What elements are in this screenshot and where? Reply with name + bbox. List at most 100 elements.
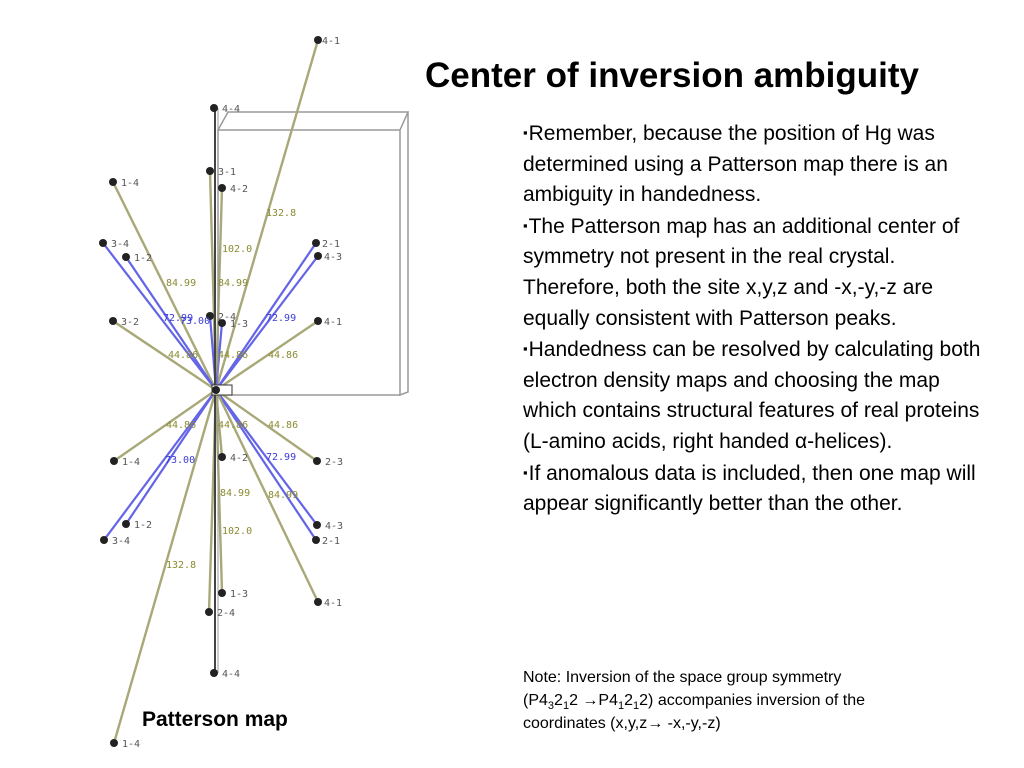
vector-line-5 [102, 242, 217, 391]
vector-line-4 [111, 181, 218, 391]
bullet-list: ▪Remember, because the position of Hg wa… [523, 118, 993, 520]
atom-node-6 [122, 253, 130, 261]
distance-label-12: 44.86 [268, 420, 298, 431]
bullet-item: ▪The Patterson map has an additional cen… [523, 211, 993, 334]
atom-label-8: 4-3 [324, 252, 342, 263]
atom-node-10 [206, 312, 214, 320]
vector-line-15 [215, 389, 318, 462]
bullet-item: ▪If anomalous data is included, then one… [523, 458, 993, 520]
atom-node-3 [218, 184, 226, 192]
atom-node-18 [100, 536, 108, 544]
map-caption: Patterson map [142, 708, 288, 731]
vector-line-3 [214, 187, 224, 391]
atom-node-19 [312, 536, 320, 544]
distance-label-17: 73.00 [165, 455, 195, 466]
bullet-text: The Patterson map has an additional cent… [523, 214, 960, 330]
distance-label-3: 84.99 [218, 278, 248, 289]
atom-label-20: 1-3 [230, 589, 248, 600]
distance-label-8: 44.86 [218, 350, 248, 361]
atom-node-11 [218, 319, 226, 327]
atom-node-4 [109, 178, 117, 186]
atom-label-3: 4-2 [230, 184, 248, 195]
atom-label-14: 4-2 [230, 453, 248, 464]
symmetry-note: Note: Inversion of the space group symme… [523, 666, 993, 735]
atom-node-12 [314, 317, 322, 325]
atom-label-23: 4-4 [222, 669, 240, 680]
patterson-vectors [102, 39, 320, 744]
note-line-2: (P43212 →P41212) accompanies inversion o… [523, 692, 866, 713]
atom-label-18: 3-4 [112, 536, 130, 547]
distance-label-16: 132.8 [166, 560, 196, 571]
distance-label-9: 44.86 [268, 350, 298, 361]
atom-node-24 [110, 739, 118, 747]
distance-label-14: 84.99 [268, 490, 298, 501]
atom-label-13: 1-4 [122, 457, 140, 468]
note-line-1: Note: Inversion of the space group symme… [523, 669, 842, 686]
atom-node-15 [313, 457, 321, 465]
distance-label-1: 102.0 [222, 244, 252, 255]
distance-label-2: 84.99 [166, 278, 196, 289]
distance-label-13: 84.99 [220, 488, 250, 499]
vector-line-18 [103, 389, 217, 541]
atom-node-2 [206, 167, 214, 175]
atom-node-20 [218, 589, 226, 597]
atom-node-21 [205, 608, 213, 616]
vector-line-8 [215, 255, 319, 391]
atom-label-4: 1-4 [121, 178, 139, 189]
vector-line-9 [112, 320, 217, 391]
vector-line-7 [215, 242, 317, 391]
distance-label-0: 132.8 [266, 208, 296, 219]
vector-line-6 [125, 256, 217, 391]
distance-label-15: 102.0 [222, 526, 252, 537]
distance-label-6: 73.00 [180, 316, 210, 327]
vector-line-0 [214, 39, 320, 391]
vector-line-16 [215, 389, 318, 526]
atom-node-14 [218, 453, 226, 461]
bullet-text: If anomalous data is included, then one … [523, 461, 976, 516]
atom-labels: 4-1 4-4 3-1 4-2 1-4 3-4 1-2 2-1 4-3 3-2 2-4 1-3 4-1 1… [111, 36, 343, 750]
atom-label-22: 4-1 [324, 598, 342, 609]
atom-label-19: 2-1 [322, 536, 340, 547]
bullet-marker: ▪ [523, 464, 528, 480]
atom-label-1: 4-4 [222, 104, 240, 115]
atom-label-0: 4-1 [322, 36, 340, 47]
distance-label-18: 72.99 [266, 452, 296, 463]
bullet-text: Handedness can be resolved by calculatin… [523, 338, 981, 453]
bullet-item: ▪Remember, because the position of Hg wa… [523, 118, 993, 211]
atom-node-8 [314, 252, 322, 260]
atom-label-17: 1-2 [134, 520, 152, 531]
bullet-marker: ▪ [523, 125, 528, 140]
origin-node [211, 384, 233, 396]
distance-label-10: 44.86 [166, 420, 196, 431]
vector-line-11 [214, 322, 224, 391]
atom-label-5: 3-4 [111, 239, 129, 250]
atom-label-16: 4-3 [325, 521, 343, 532]
atom-label-2: 3-1 [218, 167, 236, 178]
atom-label-11: 1-3 [230, 319, 248, 330]
vector-line-22 [214, 389, 320, 603]
atom-node-7 [312, 239, 320, 247]
atom-node-16 [313, 521, 321, 529]
atom-label-24: 1-4 [122, 739, 140, 750]
atom-label-21: 2-4 [217, 608, 235, 619]
vector-line-19 [215, 389, 317, 541]
distance-label-4: 72.99 [163, 313, 193, 324]
distance-label-7: 44.86 [168, 350, 198, 361]
atom-node-13 [110, 457, 118, 465]
atom-node-9 [109, 317, 117, 325]
note-line-3: coordinates (x,y,z→ -x,-y,-z) [523, 715, 721, 732]
atom-label-7: 2-1 [322, 239, 340, 250]
vector-line-24 [112, 389, 218, 744]
atom-label-12: 4-1 [324, 317, 342, 328]
patterson-map-diagram: 4-1 4-4 3-1 4-2 1-4 3-4 1-2 2-1 4-3 3-2 2-4 1-3 4-1 1… [99, 36, 410, 750]
vector-line-13 [113, 389, 217, 462]
bullet-text: Remember, because the position of Hg was… [523, 122, 948, 207]
atom-nodes [99, 36, 322, 747]
atom-label-6: 1-2 [134, 253, 152, 264]
bullet-item: ▪Handedness can be resolved by calculati… [523, 334, 993, 457]
atom-node-1 [210, 104, 218, 112]
distance-label-11: 44.86 [218, 420, 248, 431]
atom-label-9: 3-2 [121, 317, 139, 328]
vector-line-20 [214, 389, 224, 594]
